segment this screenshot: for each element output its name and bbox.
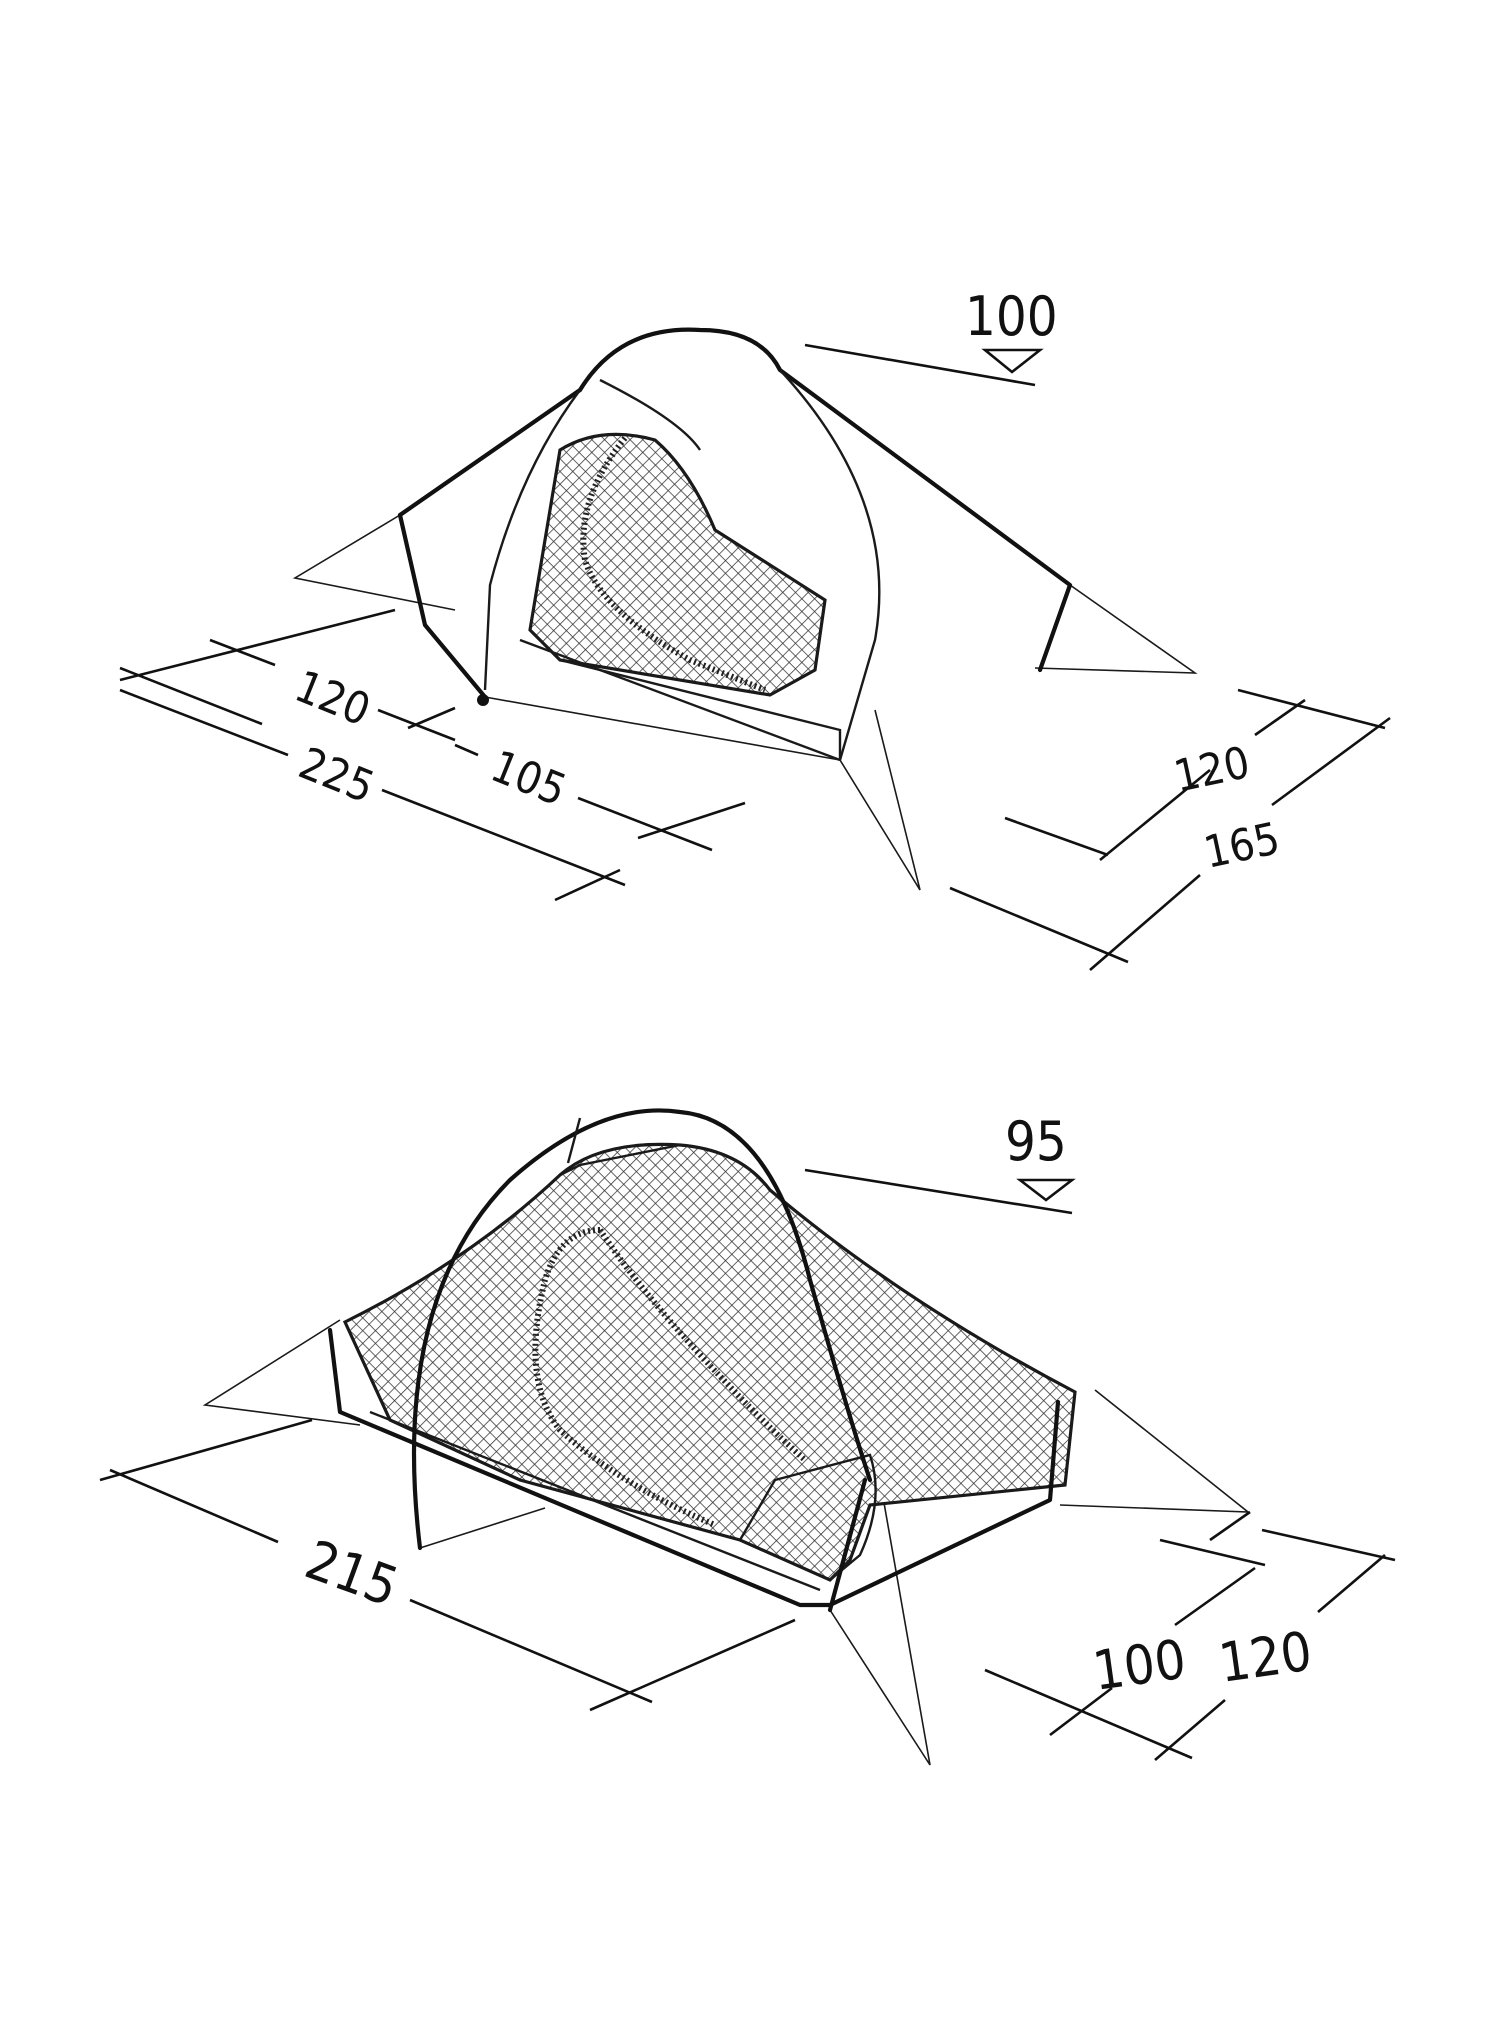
inner-tent-drawing [202, 1108, 1251, 1766]
height-triangle-icon [981, 348, 1044, 374]
inner-dim-line-a [109, 1468, 279, 1544]
inner-dim-ext-r3 [984, 1668, 1193, 1760]
inner-dim-tick-r1 [1209, 1510, 1251, 1542]
guy-line-right [1034, 584, 1198, 674]
dim-label-105: 105 [484, 741, 573, 817]
dim-tick-b [407, 706, 456, 730]
height-label: 100 [965, 285, 1058, 348]
dim-line-b2 [577, 796, 713, 852]
inner-dim-line-r120b [1154, 1699, 1226, 1761]
inner-guy-front-left [419, 1507, 546, 1549]
dim-ext-left-1 [119, 608, 396, 682]
dim-line-b1 [454, 743, 479, 757]
inner-dim-label-215: 215 [298, 1528, 407, 1619]
top-height-marker: 100 [804, 285, 1058, 387]
inner-dim-ext-r1 [1159, 1538, 1266, 1567]
inner-guy-left [202, 1319, 361, 1426]
floor-inner-edge [369, 1410, 821, 1592]
dim-tick-d [554, 868, 621, 902]
height-reference-line [804, 343, 1036, 387]
pole-tip [477, 694, 489, 706]
tent-with-flysheet-drawing [292, 327, 1198, 891]
flysheet-fold [483, 389, 581, 691]
dim-label-r120: 120 [1170, 737, 1254, 803]
dim-label-r165: 165 [1200, 813, 1284, 879]
flysheet-ridge [397, 327, 1073, 673]
inner-dim-tick [589, 1618, 796, 1712]
dim-line-a [119, 666, 263, 726]
groundsheet-corner [559, 658, 842, 760]
inner-dim-line-r100b [1049, 1686, 1113, 1737]
inner-guy-right [1059, 1389, 1251, 1513]
dim-label-225: 225 [292, 738, 381, 814]
pole-hub [566, 1117, 582, 1164]
dim-ext-right-1 [1237, 688, 1386, 730]
dim-line-r165a [1089, 874, 1201, 971]
inner-dim-label-100: 100 [1089, 1628, 1190, 1703]
dim-line-r165b [1271, 716, 1391, 807]
dim-ext-right-3 [949, 886, 1129, 964]
guy-line-left [292, 514, 456, 611]
guy-line-front-base [484, 696, 841, 761]
inner-dim-label-120: 120 [1215, 1620, 1316, 1695]
dim-line-c1 [119, 688, 289, 757]
pole-arch [411, 1108, 873, 1551]
dim-tick-c [637, 801, 746, 840]
door-panel [738, 1453, 877, 1582]
inner-height-label: 95 [1005, 1110, 1067, 1173]
flysheet-front-fold [779, 369, 881, 761]
floor-outline [327, 1327, 1061, 1608]
top-right-dimensions: 120 165 [949, 688, 1391, 971]
inner-door-zipper [532, 1227, 717, 1528]
inner-dim-line-r100a [1174, 1566, 1256, 1627]
inner-height-reference-line [804, 1168, 1073, 1215]
inner-height-triangle-icon [1016, 1178, 1076, 1202]
dim-ext-right-2 [1004, 816, 1109, 857]
inner-dim-line-b [409, 1598, 653, 1704]
dim-line-c2 [381, 788, 626, 887]
inner-dim-ext-r2 [1261, 1528, 1396, 1562]
door-zipper [580, 436, 767, 693]
flysheet-left-edge [397, 512, 488, 700]
dim-label-120: 120 [288, 661, 377, 737]
front-pole [827, 1477, 868, 1613]
bottom-height-marker: 95 [804, 1110, 1076, 1215]
flysheet-seam [599, 378, 701, 451]
guy-line-front [839, 709, 921, 891]
roof-panel [559, 1143, 681, 1177]
inner-dim-ext-left [99, 1418, 313, 1482]
bottom-right-dimensions: 100 120 [984, 1510, 1396, 1761]
dim-line-r120a [1099, 768, 1211, 862]
inner-mesh-door [528, 432, 827, 697]
inner-dim-line-r120a [1317, 1554, 1386, 1613]
groundsheet-edge [519, 638, 841, 762]
inner-mesh-body [342, 1142, 1077, 1582]
dim-tick-a [209, 638, 276, 667]
dim-line-r120b [1254, 698, 1306, 737]
